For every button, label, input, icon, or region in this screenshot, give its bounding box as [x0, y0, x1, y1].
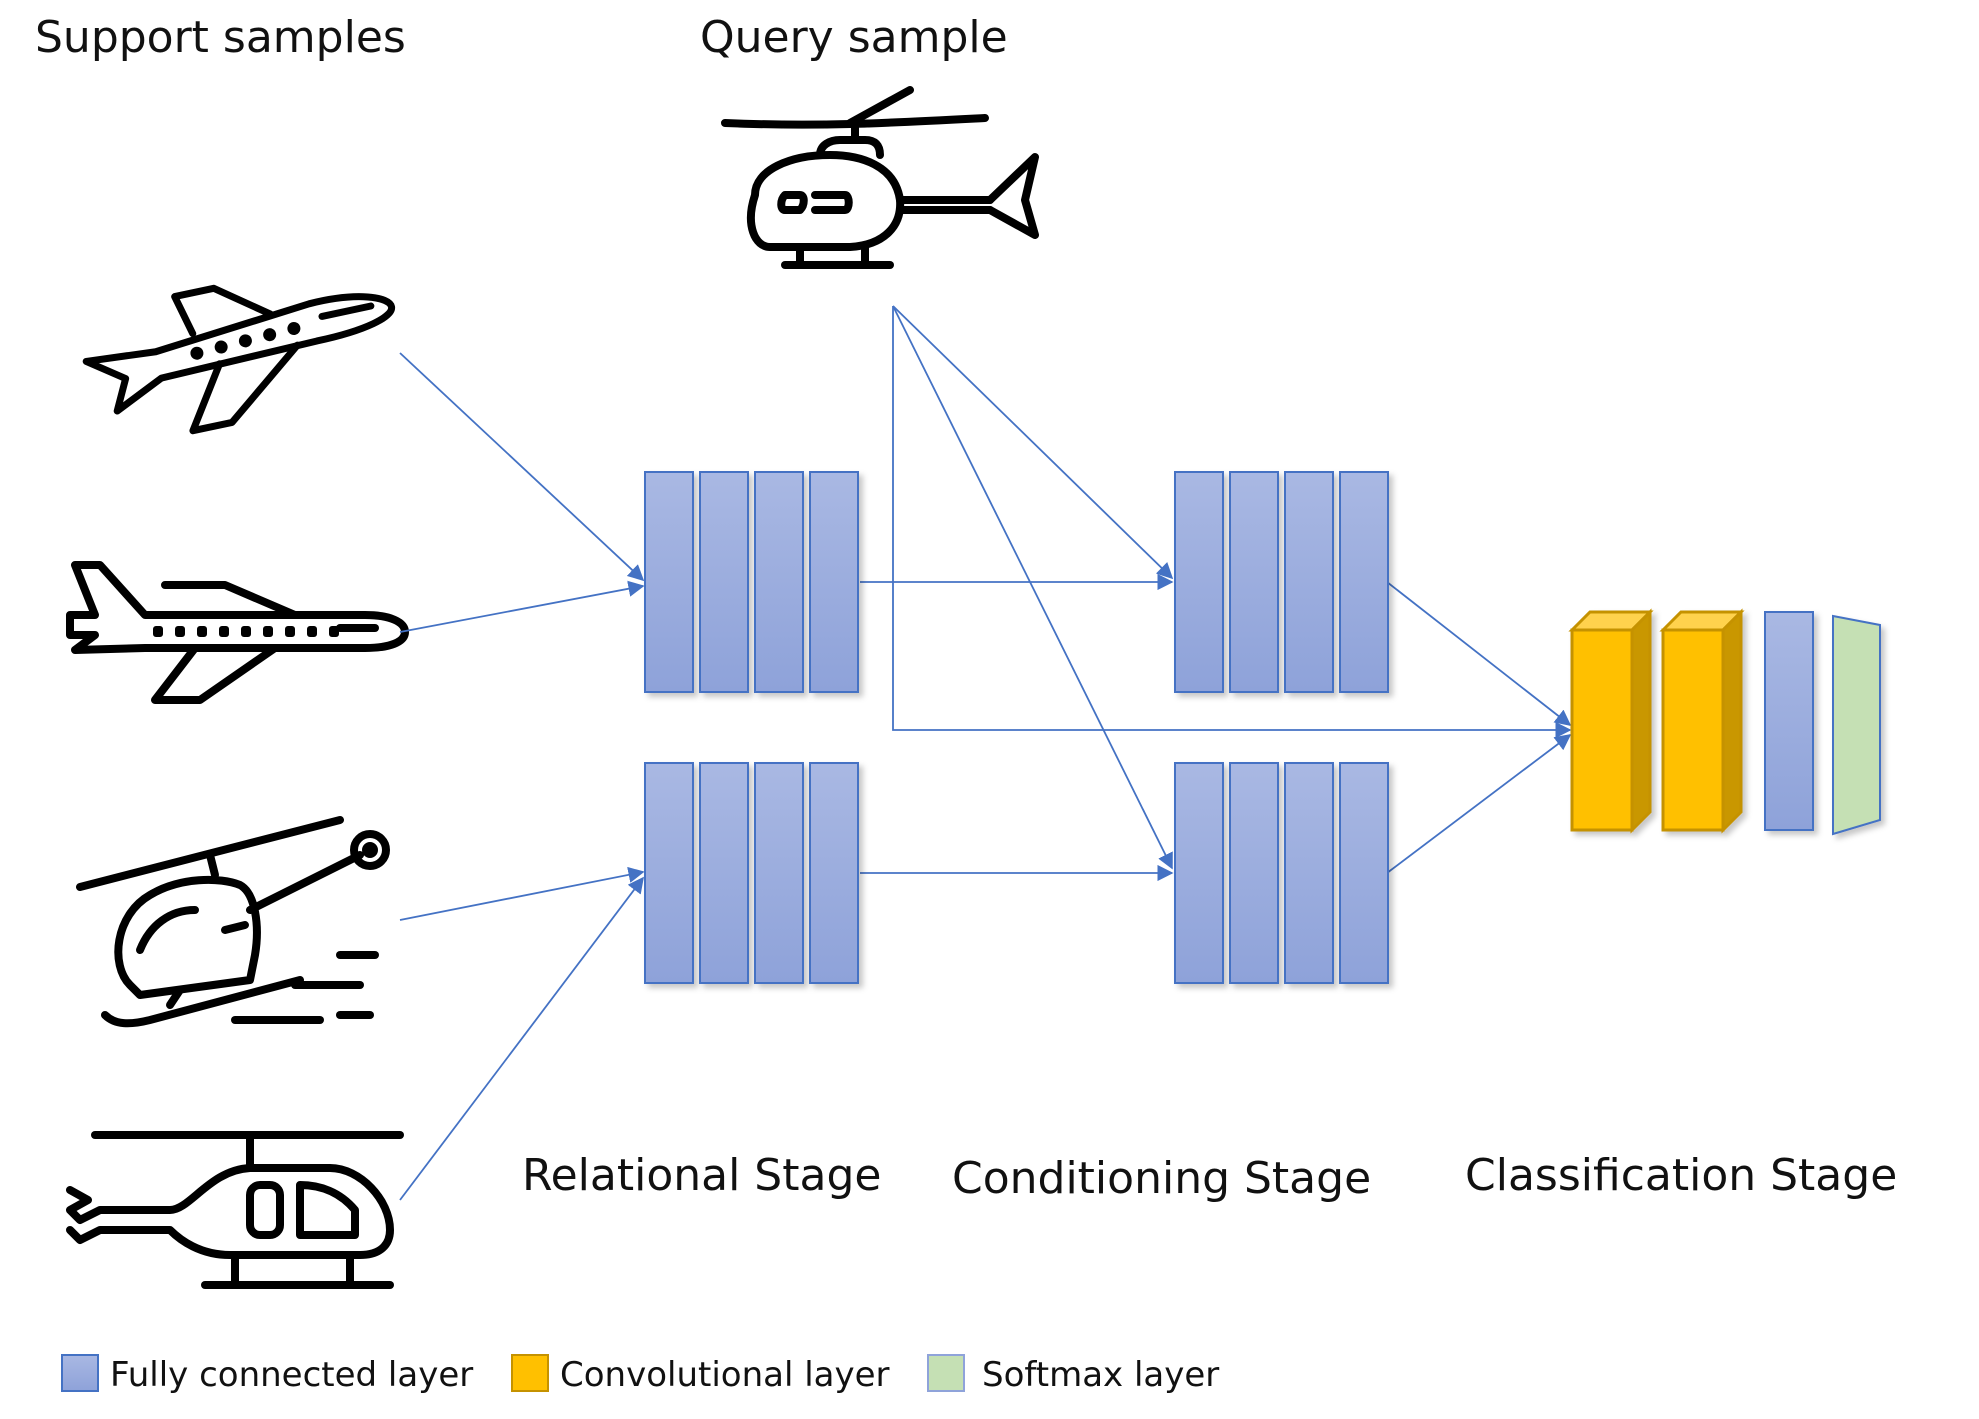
arrow-query-to-cond2	[892, 305, 1173, 870]
legend: Fully connected layer Convolutional laye…	[61, 1354, 1219, 1395]
fc-layer	[1229, 762, 1279, 984]
softmax-layer	[1832, 614, 1881, 836]
relational-block-2	[644, 762, 859, 984]
conv-layer	[1568, 608, 1654, 834]
fc-layer	[699, 762, 749, 984]
arrow-query-to-cond1	[892, 305, 1174, 580]
fc-layer	[1339, 762, 1389, 984]
legend-label-softmax: Softmax layer	[982, 1355, 1219, 1395]
conditioning-block-1	[1174, 471, 1389, 693]
helicopter-icon	[66, 1131, 404, 1289]
fc-layer	[644, 471, 694, 693]
fc-layer	[699, 471, 749, 693]
fc-layer	[1764, 611, 1814, 831]
legend-swatch-conv	[511, 1354, 549, 1392]
arrow-heli3-to-rel2	[399, 866, 645, 921]
fc-layer	[1174, 762, 1224, 984]
airplane-icon	[82, 284, 396, 435]
relational-stage-label: Relational Stage	[522, 1150, 881, 1201]
legend-swatch-fc	[61, 1354, 99, 1392]
classification-stage-label: Classification Stage	[1465, 1150, 1897, 1201]
connections	[399, 305, 1572, 1201]
classification-block	[1568, 608, 1881, 836]
legend-label-conv: Convolutional layer	[560, 1355, 890, 1395]
legend-label-fc: Fully connected layer	[110, 1355, 473, 1395]
fc-layer	[809, 762, 859, 984]
arrow-heli4-to-rel2	[399, 876, 644, 1201]
fc-layer	[754, 471, 804, 693]
fc-layer	[809, 471, 859, 693]
arrow-query-to-class	[892, 306, 1572, 739]
fc-layer	[1284, 762, 1334, 984]
fc-layer	[1339, 471, 1389, 693]
arrow-cond1-to-class	[1386, 581, 1572, 726]
query-sample-header: Query sample	[700, 12, 1008, 63]
support-samples-header: Support samples	[35, 12, 406, 63]
fc-layer	[754, 762, 804, 984]
fc-layer	[1229, 471, 1279, 693]
fc-layer	[1174, 471, 1224, 693]
legend-swatch-softmax	[927, 1354, 965, 1392]
fc-layer	[644, 762, 694, 984]
arrow-airliner-to-rel1	[399, 580, 645, 633]
query-helicopter-icon	[721, 86, 1039, 269]
relational-block-1	[644, 471, 859, 693]
arrow-cond2-to-class	[1386, 734, 1572, 874]
airliner-icon	[66, 561, 409, 704]
arrow-airplane1-to-rel1	[399, 352, 645, 582]
fc-layer	[1284, 471, 1334, 693]
helicopter-icon	[76, 816, 390, 1028]
conv-layer	[1659, 608, 1745, 834]
conditioning-block-2	[1174, 762, 1389, 984]
conditioning-stage-label: Conditioning Stage	[952, 1153, 1371, 1204]
